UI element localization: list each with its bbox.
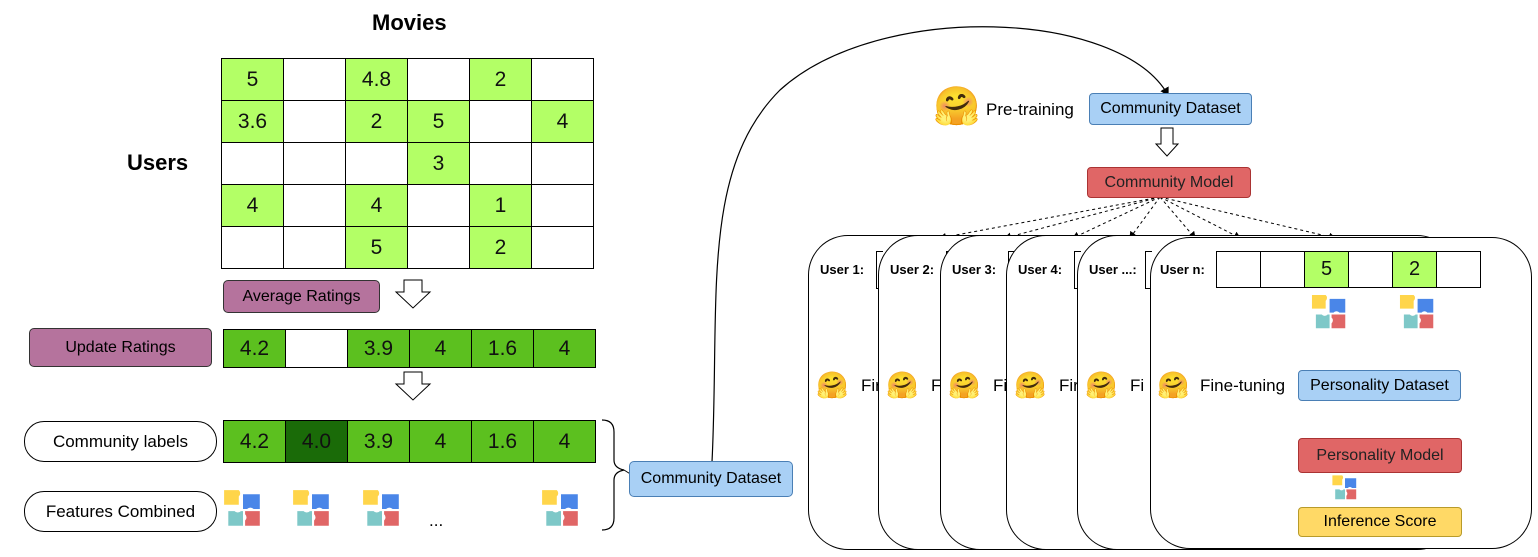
grid-cell: 5 [222, 59, 284, 101]
grid-cell [222, 227, 284, 269]
arc-connector [711, 26, 1169, 463]
grid-cell [532, 143, 594, 185]
users-title: Users [127, 150, 189, 175]
grid-cell [470, 143, 532, 185]
user-card-label: User ...: [1089, 262, 1137, 277]
puzzle-icon [542, 490, 578, 526]
hugging-face-icon: 🤗 [1014, 370, 1047, 400]
grid-cell: 4.0 [286, 421, 348, 463]
pretraining-label: Pre-training [986, 100, 1074, 119]
grid-cell [408, 59, 470, 101]
grid-cell: 4 [410, 330, 472, 368]
fine-tuning-label: Fine-tuning [1200, 376, 1286, 395]
puzzle-icon [224, 490, 260, 526]
user-card-label: User 2: [890, 262, 935, 277]
puzzle-icon [293, 490, 329, 526]
grid-cell [284, 59, 346, 101]
user-n-label: User n: [1160, 262, 1205, 277]
grid-cell: 3.6 [222, 101, 284, 143]
hugging-face-icon: 🤗 [933, 86, 981, 128]
grid-cell: 4.2 [224, 421, 286, 463]
ellipsis-text: ... [429, 511, 444, 530]
grid-cell [532, 227, 594, 269]
grid-cell [286, 330, 348, 368]
grid-cell: 4 [534, 330, 596, 368]
grid-cell: 2 [1393, 252, 1437, 288]
community-model-box: Community Model [1087, 167, 1251, 198]
user-card-label: User 4: [1018, 262, 1063, 277]
grid-cell [408, 185, 470, 227]
features-combined-pill: Features Combined [24, 491, 217, 532]
grid-cell [284, 185, 346, 227]
inference-score-box: Inference Score [1298, 507, 1462, 537]
grid-cell: 4 [346, 185, 408, 227]
grid-cell [284, 227, 346, 269]
fine-tuning-truncated: Fi [1130, 376, 1145, 395]
grid-cell [532, 185, 594, 227]
hugging-face-icon: 🤗 [1085, 370, 1118, 400]
grid-cell [1217, 252, 1261, 288]
personality-dataset-box: Personality Dataset [1298, 370, 1461, 401]
fine-tuning-truncated: Fir [861, 376, 881, 395]
grid-cell [1437, 252, 1481, 288]
puzzle-icon [363, 490, 399, 526]
grid-cell: 1 [470, 185, 532, 227]
grid-cell: 3.9 [348, 421, 410, 463]
hugging-face-icon: 🤗 [1157, 370, 1190, 400]
grid-cell [408, 227, 470, 269]
grid-cell [222, 143, 284, 185]
user-card-ratings-stub [1145, 251, 1152, 289]
grid-cell [1261, 252, 1305, 288]
hugging-face-icon: 🤗 [816, 370, 849, 400]
fine-tuning-truncated: Fir [1059, 376, 1079, 395]
fine-tuning-truncated: Fi [993, 376, 1008, 395]
grid-cell [346, 143, 408, 185]
grid-cell: 5 [346, 227, 408, 269]
grid-cell: 2 [470, 227, 532, 269]
grid-cell [284, 143, 346, 185]
user-card-label: User 3: [952, 262, 997, 277]
grid-cell: 4 [532, 101, 594, 143]
community-dataset-top: Community Dataset [1089, 93, 1252, 125]
grid-cell [470, 101, 532, 143]
update-ratings-box: Update Ratings [29, 328, 212, 367]
grid-cell: 1.6 [472, 421, 534, 463]
grid-cell [532, 59, 594, 101]
grid-cell: 3.9 [348, 330, 410, 368]
puzzle-icon [1332, 475, 1357, 500]
grid-cell: 4 [410, 421, 472, 463]
community-labels-pill: Community labels [24, 421, 217, 462]
average-ratings-box: Average Ratings [223, 280, 380, 313]
user-card-label: User 1: [820, 262, 865, 277]
hugging-face-icon: 🤗 [948, 370, 981, 400]
grid-cell: 1.6 [472, 330, 534, 368]
grid-cell: 4 [222, 185, 284, 227]
grid-cell: 5 [408, 101, 470, 143]
grid-cell [1349, 252, 1393, 288]
grid-cell: 2 [346, 101, 408, 143]
grid-cell: 3 [408, 143, 470, 185]
grid-cell: 2 [470, 59, 532, 101]
puzzle-icon [1311, 294, 1346, 329]
grid-cell: 4 [534, 421, 596, 463]
grid-cell [284, 101, 346, 143]
grid-cell: 4.8 [346, 59, 408, 101]
fine-tuning-truncated: F [931, 376, 942, 395]
grid-cell: 4.2 [224, 330, 286, 368]
grid-cell: 5 [1305, 252, 1349, 288]
hugging-face-icon: 🤗 [886, 370, 919, 400]
puzzle-icon [1399, 294, 1434, 329]
movies-title: Movies [372, 10, 447, 35]
personality-model-box: Personality Model [1298, 438, 1462, 473]
community-dataset-left: Community Dataset [629, 461, 793, 497]
